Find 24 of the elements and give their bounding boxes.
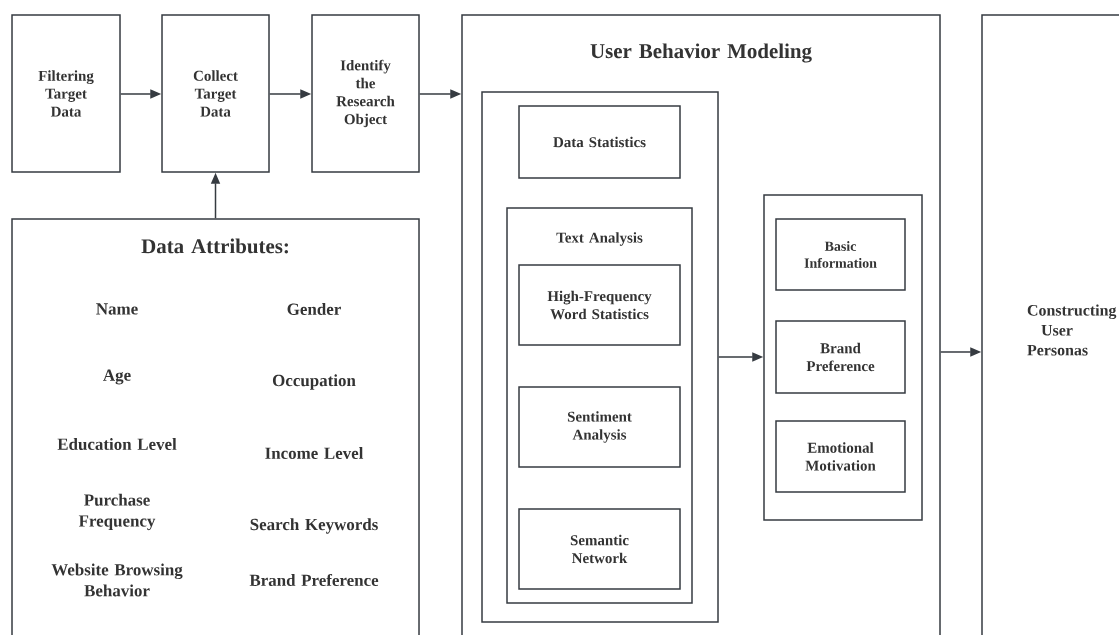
process-box: Brand Preference	[775, 320, 906, 394]
process-box: Data Statistics	[518, 105, 681, 179]
process-box: High-Frequency Word Statistics	[518, 264, 681, 346]
group-heading: Data Attributes:	[141, 238, 288, 254]
attribute-text: Age	[103, 369, 131, 385]
group-heading: Text Analysis	[556, 232, 643, 246]
attribute-text: Purchase Frequency	[78, 493, 156, 531]
attribute-text: Gender	[287, 303, 341, 315]
attribute-text: Income Level	[265, 447, 364, 459]
process-box: Emotional Motivation	[775, 420, 906, 493]
group-heading: User Behavior Modeling	[590, 43, 812, 63]
process-box: Filtering Target Data	[11, 14, 121, 173]
attribute-text: Education Level	[57, 438, 177, 450]
process-box: Collect Target Data	[161, 14, 270, 173]
attribute-text: Website Browsing Behavior	[51, 563, 183, 597]
attribute-text: Name	[96, 303, 138, 315]
process-box: Semantic Network	[518, 508, 681, 590]
attribute-text: Occupation	[272, 374, 356, 390]
process-box: Basic Information	[775, 218, 906, 291]
attribute-text: Search Keywords	[250, 518, 378, 534]
process-box: Sentiment Analysis	[518, 386, 681, 468]
process-box: Identify the Research Object	[311, 14, 420, 173]
process-box: Constructing User Personas	[981, 14, 1119, 635]
attribute-text: Brand Preference	[249, 573, 379, 587]
